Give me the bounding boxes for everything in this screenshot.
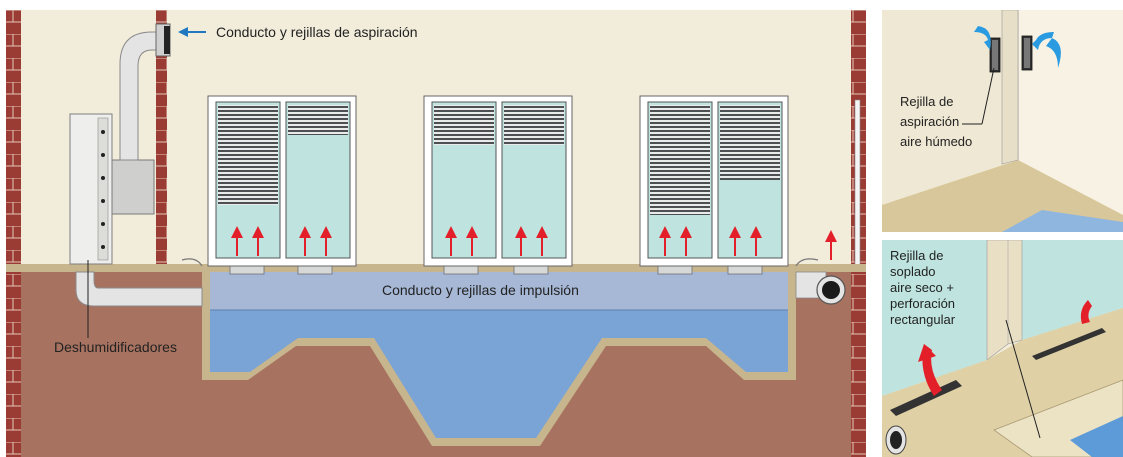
- intake-air-arrow-left: [974, 26, 991, 50]
- return-duct-lower: [75, 271, 203, 307]
- pool-water: [210, 272, 788, 438]
- supply-air-arrows: [231, 226, 837, 260]
- floor-grille-right: [1032, 328, 1106, 360]
- detail-duct-end: [890, 431, 902, 449]
- supply-grille-label-line5: rectangular: [890, 312, 956, 327]
- supply-grille-label-line1: Rejilla de: [890, 248, 943, 263]
- supply-duct: [210, 272, 788, 310]
- supply-grille-label-line4: perforación: [890, 296, 955, 311]
- supply-grille-detail: Rejilla de soplado aire seco + perforaci…: [882, 240, 1123, 457]
- supply-duct-label: Conducto y rejillas de impulsión: [382, 282, 579, 298]
- intake-grille-label-line2: aspiración: [900, 114, 959, 129]
- supply-grille-label-line2: soplado: [890, 264, 936, 279]
- intake-grille-label-line1: Rejilla de: [900, 94, 953, 109]
- supply-detail-svg: Rejilla de soplado aire seco + perforaci…: [882, 240, 1123, 457]
- intake-arrow: [178, 27, 188, 37]
- wall-pipe: [854, 99, 861, 266]
- left-brick-wall: [6, 10, 21, 457]
- intake-grille-leader: [981, 67, 995, 125]
- dehumidifiers-label: Deshumidificadores: [54, 339, 177, 355]
- intake-grille-label-line3: aire húmedo: [900, 134, 972, 149]
- floor-grille-left: [890, 380, 962, 416]
- dehumidifier-box: [111, 159, 155, 215]
- middle-brick-wall: [156, 10, 167, 266]
- window-1: [207, 95, 357, 267]
- intake-duct-label: Conducto y rejillas de aspiración: [216, 24, 418, 40]
- intake-air-arrow-right: [1046, 38, 1061, 68]
- pool-section-diagram: Conducto y rejillas de aspiración: [6, 10, 866, 457]
- intake-grille: [164, 26, 170, 54]
- supply-grille-label-line3: aire seco +: [890, 280, 954, 295]
- window-2: [423, 95, 573, 267]
- intake-detail-svg: Rejilla de aspiración aire húmedo: [882, 10, 1123, 232]
- pool-section-svg: Conducto y rejillas de aspiración: [6, 10, 866, 457]
- window-3: [639, 95, 789, 267]
- supply-air-arrow-right: [1080, 300, 1092, 324]
- intake-grille-detail: Rejilla de aspiración aire húmedo: [882, 10, 1123, 232]
- supply-grille-leader: [1005, 319, 1041, 439]
